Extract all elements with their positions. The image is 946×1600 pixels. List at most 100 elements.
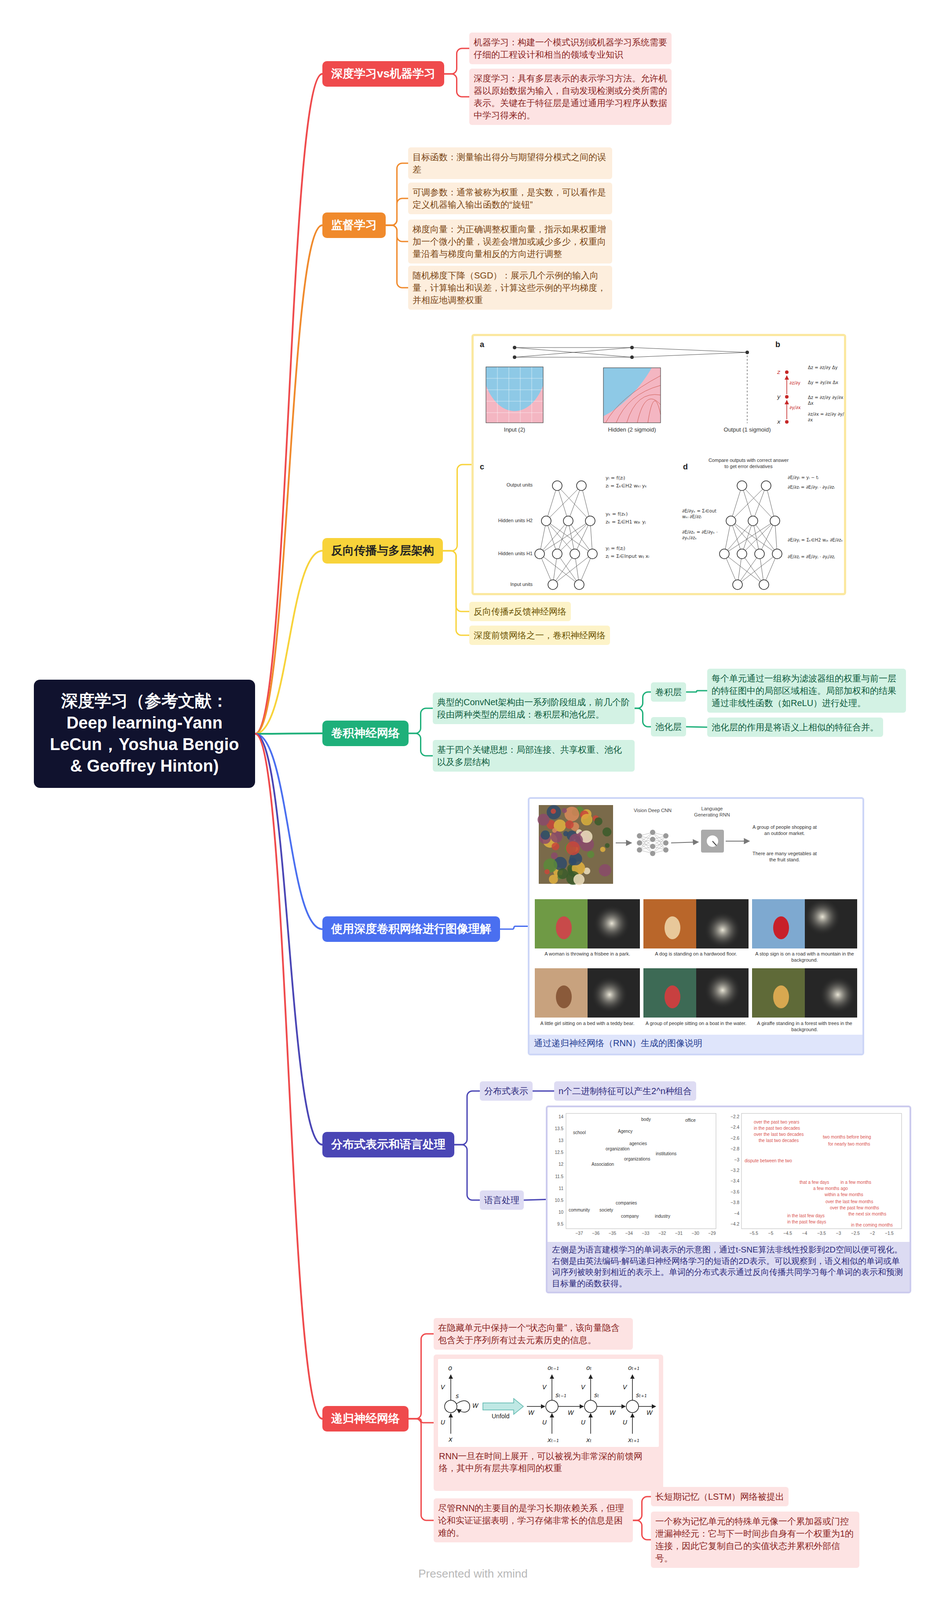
- figure-label: −3.8: [722, 1199, 740, 1206]
- branch-connector: [442, 550, 470, 636]
- figure-node: [587, 548, 598, 559]
- figure-node: [569, 548, 580, 559]
- photo-detail: [599, 863, 612, 877]
- topic-text: 反向传播与多层架构: [331, 543, 435, 559]
- attention-map: [804, 967, 858, 1018]
- figure-node: [512, 345, 517, 350]
- figure-line: [557, 520, 569, 554]
- main-topic: 分布式表示和语言处理: [322, 1131, 455, 1158]
- figure-line: [539, 520, 569, 554]
- figure-line: [485, 401, 544, 402]
- subtopic-box: 尽管RNN的主要目的是学习长期依赖关系，但理论和实证证据表明，学习存储非常长的信…: [433, 1497, 633, 1542]
- watermark: Presented with xmind: [0, 1566, 946, 1581]
- subtopic-box: 反向传播≠反馈神经网络: [469, 601, 571, 621]
- figure-line: [759, 520, 775, 554]
- figure-label: A giraffe standing in a forest with tree…: [752, 1020, 858, 1033]
- figure-label: 13.5: [548, 1125, 564, 1132]
- figure-label: A group of people shopping at an outdoor…: [751, 824, 818, 837]
- branch-connector: [686, 690, 708, 692]
- figure-node: [761, 480, 771, 491]
- figure-label: 9.5: [548, 1221, 564, 1228]
- figure-label: Association: [591, 1161, 614, 1168]
- figure-label: W: [609, 1408, 616, 1417]
- subtopic-box: 典型的ConvNet架构由一系列阶段组成，前几个阶段由两种类型的层组成：卷积层和…: [432, 692, 635, 724]
- topic-text: 反向传播≠反馈神经网络: [473, 605, 567, 618]
- figure-label: −5.5: [747, 1230, 761, 1237]
- figure-line: [568, 485, 582, 521]
- figure-label: Output (1 sigmoid): [716, 426, 778, 434]
- figure-line: [712, 840, 717, 846]
- figure-panel: bodyofficeschoolAgencyagenciesorganizati…: [545, 1105, 912, 1293]
- figure-label: two months before being: [822, 1134, 872, 1140]
- figure-label: the last two decades: [758, 1137, 799, 1144]
- figure-label: Δz = ∂z/∂y ∂y/∂x Δx: [807, 394, 848, 406]
- photo-detail: [566, 840, 581, 855]
- figure-node: [785, 394, 789, 399]
- figure-node: [630, 355, 634, 359]
- figure-label: x: [448, 1435, 453, 1444]
- attention-blob: [593, 904, 631, 942]
- attention-blob: [704, 911, 742, 949]
- figure-line: [557, 485, 591, 521]
- photo-detail: [550, 830, 563, 843]
- figure-label: W: [567, 1408, 574, 1417]
- figure-label: −31: [672, 1230, 686, 1237]
- photo-detail: [537, 813, 550, 826]
- figure-label: for nearly two months: [828, 1141, 871, 1147]
- figure-node: [785, 370, 789, 374]
- figure-label: Language Generating RNN: [690, 805, 735, 819]
- figure-line: [590, 1374, 592, 1400]
- figure-node: [636, 847, 643, 853]
- figure-label: d: [683, 461, 688, 472]
- figure-line: [741, 485, 775, 521]
- branch-connector: [632, 1519, 651, 1540]
- figure-line: [730, 485, 767, 521]
- figure-node: [650, 836, 656, 842]
- subtopic-box: 梯度向量：为正确调整权重向量，指示如果权重增加一个微小的量，误差会增加或减少多少…: [408, 219, 613, 264]
- figure-line: [724, 520, 753, 554]
- topic-text: 一个称为记忆单元的特殊单元像一个累加器或门控泄漏神经元：它与下一时间步自身有一个…: [655, 1514, 855, 1564]
- figure-label: 12: [548, 1161, 564, 1168]
- figure-label: Δz = ∂z/∂y Δy: [807, 365, 848, 371]
- topic-text: 基于四个关键思想：局部连接、共享权重、池化以及多层结构: [437, 743, 631, 768]
- attention-map: [587, 898, 640, 949]
- subtopic-box: 每个单元通过一组称为滤波器组的权重与前一层的特征图中的局部区域相连。局部加权和的…: [707, 668, 906, 713]
- branch-connector: [634, 691, 651, 709]
- figure-label: ∂E/∂yₖ = Σₗ∈out wₖₗ ∂E/∂zₗ: [682, 508, 723, 520]
- photo-detail: [664, 985, 681, 1009]
- figure-label: Input units: [479, 581, 533, 588]
- figure-label: ∂z/∂y: [789, 380, 801, 387]
- figure-label: −36: [589, 1230, 603, 1237]
- grid-curve: [626, 394, 661, 423]
- branch-connector: [255, 733, 323, 734]
- photo-detail: [773, 985, 789, 1009]
- subtopic-box: 深度前馈网络之一，卷积神经网络: [469, 625, 610, 645]
- branch-connector: [255, 225, 323, 734]
- figure-label: −3: [832, 1230, 846, 1237]
- figure-label: organization: [605, 1146, 630, 1152]
- figure-label: community: [568, 1207, 590, 1213]
- grid-curve: [605, 375, 661, 423]
- figure-label: s: [455, 1391, 459, 1400]
- figure-node: [584, 1399, 597, 1413]
- topic-text: 递归神经网络: [331, 1410, 400, 1426]
- subtopic-box: 目标函数：测量输出得分与期望得分模式之间的误差: [408, 147, 613, 179]
- topic-text: 典型的ConvNet架构由一系列阶段组成，前几个阶段由两种类型的层组成：卷积层和…: [437, 695, 631, 721]
- figure-label: dispute between the two: [744, 1157, 793, 1164]
- figure-line: [786, 375, 788, 395]
- figure-label: Agency: [617, 1128, 633, 1135]
- branch-connector: [385, 198, 409, 226]
- figure-label: 通过递归神经网络（RNN）生成的图像说明: [533, 1037, 859, 1049]
- figure-label: organizations: [624, 1156, 651, 1162]
- figure-node: [732, 579, 743, 590]
- figure-label: over the past two years: [753, 1119, 800, 1125]
- branch-connector: [385, 225, 409, 288]
- figure-label: yₖ = f(zₖ): [605, 511, 679, 518]
- figure-label: body: [641, 1116, 651, 1123]
- photo-detail: [664, 916, 681, 939]
- subtopic-box: 基于四个关键思想：局部连接、共享权重、池化以及多层结构: [432, 739, 635, 772]
- figure-line: [485, 412, 544, 413]
- topic-text: 分布式表示: [484, 1084, 529, 1097]
- figure-label: over the last few months: [825, 1198, 873, 1205]
- figure-label: V: [542, 1383, 547, 1392]
